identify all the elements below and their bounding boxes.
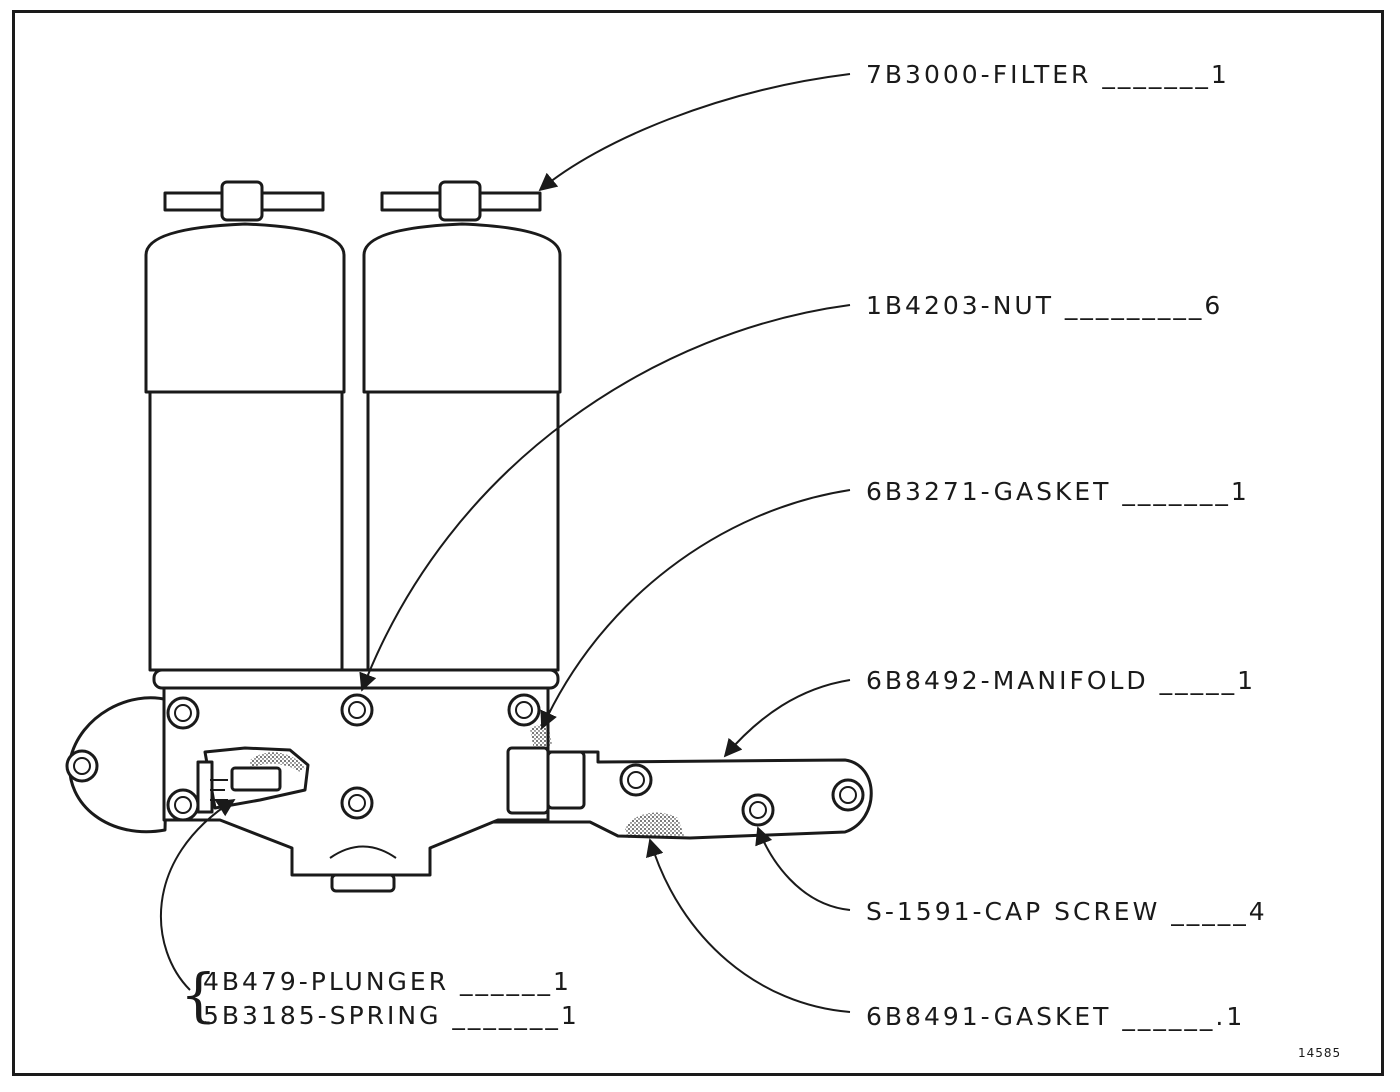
left-filter-canister	[144, 180, 346, 672]
nut-leader	[359, 304, 851, 692]
gasket-bottom-leader	[646, 838, 851, 1013]
right-handle-nut	[438, 180, 482, 222]
base-nut-upper-left	[166, 696, 200, 730]
plunger-plate	[196, 760, 214, 814]
callout-cap-screw: S-1591-CAP SCREW _____4	[866, 897, 1268, 926]
callout-gasket-top: 6B3271-GASKET _______1	[866, 477, 1250, 506]
callout-brace: {	[180, 961, 217, 1029]
gasket-bottom-stipple	[625, 812, 684, 838]
left-canister-top	[144, 222, 346, 394]
manifold-cap-screw-2	[741, 793, 775, 827]
callout-gasket-bottom: 6B8491-GASKET ______.1	[866, 1002, 1246, 1031]
gasket-top-leader	[540, 489, 851, 730]
callout-spring: 5B3185-SPRING _______1	[203, 1001, 580, 1030]
base-nut-center-upper	[340, 693, 374, 727]
callout-manifold: 6B8492-MANIFOLD _____1	[866, 666, 1257, 695]
right-canister-top	[362, 222, 562, 394]
fitting-nut	[506, 746, 550, 815]
plunger-stipple	[250, 752, 305, 772]
figure-number: 14585	[1298, 1046, 1342, 1060]
right-canister-body	[366, 390, 560, 672]
left-canister-body	[148, 390, 344, 672]
base-nut-right	[507, 693, 541, 727]
filter-leader	[538, 73, 851, 192]
fitting-body	[546, 750, 586, 810]
cap-screw-leader	[755, 826, 851, 911]
callout-filter: 7B3000-FILTER _______1	[866, 60, 1230, 89]
bracket-bolt	[65, 749, 99, 783]
plunger	[230, 766, 282, 792]
drain-plug	[330, 873, 396, 893]
manifold-cap-screw-1	[619, 763, 653, 797]
base-flange	[152, 668, 560, 690]
base-nut-lower-left	[166, 788, 200, 822]
drawing-border	[12, 10, 1384, 1076]
callout-nut: 1B4203-NUT _________6	[866, 291, 1224, 320]
manifold-leader	[723, 679, 851, 758]
left-handle-nut	[220, 180, 264, 222]
plunger-leader	[160, 799, 236, 991]
right-filter-canister	[362, 180, 562, 672]
base-nut-center-lower	[340, 786, 374, 820]
manifold-cap-screw-3	[831, 778, 865, 812]
callout-plunger: 4B479-PLUNGER ______1	[203, 967, 572, 996]
